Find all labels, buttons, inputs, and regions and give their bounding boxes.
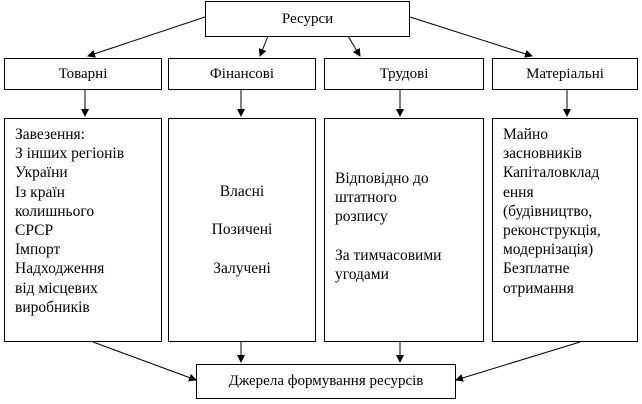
category-financial-label: Фінансові (209, 65, 275, 82)
list-item: За тимчасовими (335, 246, 442, 264)
category-labor: Трудові (324, 58, 484, 90)
details-material: Майно засновників Капіталовклад ення (бу… (492, 118, 638, 342)
list-item: СРСР (15, 222, 54, 240)
list-item: колишнього (15, 202, 95, 220)
list-item: Надходження (15, 260, 105, 278)
arrow-root-material (409, 16, 533, 58)
list-item: отримання (503, 279, 574, 297)
sink-label: Джерела формування ресурсів (228, 373, 424, 389)
arrow-root-goods (87, 16, 206, 58)
list-item: засновників (503, 145, 582, 163)
list-item: виробників (15, 298, 90, 316)
root-box: Ресурси (205, 1, 410, 37)
arrow-material-sink (455, 341, 581, 382)
category-labor-label: Трудові (379, 65, 429, 82)
list-item: Майно (503, 126, 549, 143)
category-goods: Товарні (4, 58, 162, 90)
list-item: Безплатне (503, 260, 570, 278)
category-goods-label: Товарні (58, 65, 108, 82)
arrow-goods-sink (92, 341, 197, 382)
list-item: Залучені (213, 259, 271, 277)
list-item: реконструкція, (503, 222, 601, 240)
list-item: України (15, 164, 68, 182)
list-item: Імпорт (15, 241, 61, 259)
category-financial: Фінансові (168, 58, 316, 90)
details-financial: Власні Позичені Залучені (168, 118, 316, 342)
category-material: Матеріальні (492, 58, 638, 90)
list-item: (будівництво, (503, 202, 593, 220)
list-item: Власні (219, 182, 265, 200)
root-label: Ресурси (281, 10, 334, 27)
list-item: угодами (335, 265, 389, 283)
list-item: модернізація) (503, 241, 594, 259)
details-goods: Завезення: З інших регіонів України Із к… (4, 118, 162, 342)
category-material-label: Матеріальні (526, 65, 604, 82)
list-item: ення (503, 183, 534, 201)
list-item: З інших регіонів (15, 145, 125, 163)
arrow-root-financial (258, 35, 269, 57)
list-item: Відповідно до (335, 170, 429, 187)
list-item: Із країн (15, 183, 65, 201)
sink-box: Джерела формування ресурсів (196, 364, 456, 399)
arrow-root-labor (347, 35, 361, 57)
list-item: Капіталовклад (503, 164, 600, 182)
list-item: штатного (335, 189, 397, 207)
list-item: Завезення: (15, 126, 85, 143)
list-item: розпису (335, 208, 388, 226)
details-labor: Відповідно до штатного розпису За тимчас… (324, 118, 484, 342)
list-item: Позичені (211, 221, 273, 239)
list-item: від місцевих (15, 279, 98, 297)
